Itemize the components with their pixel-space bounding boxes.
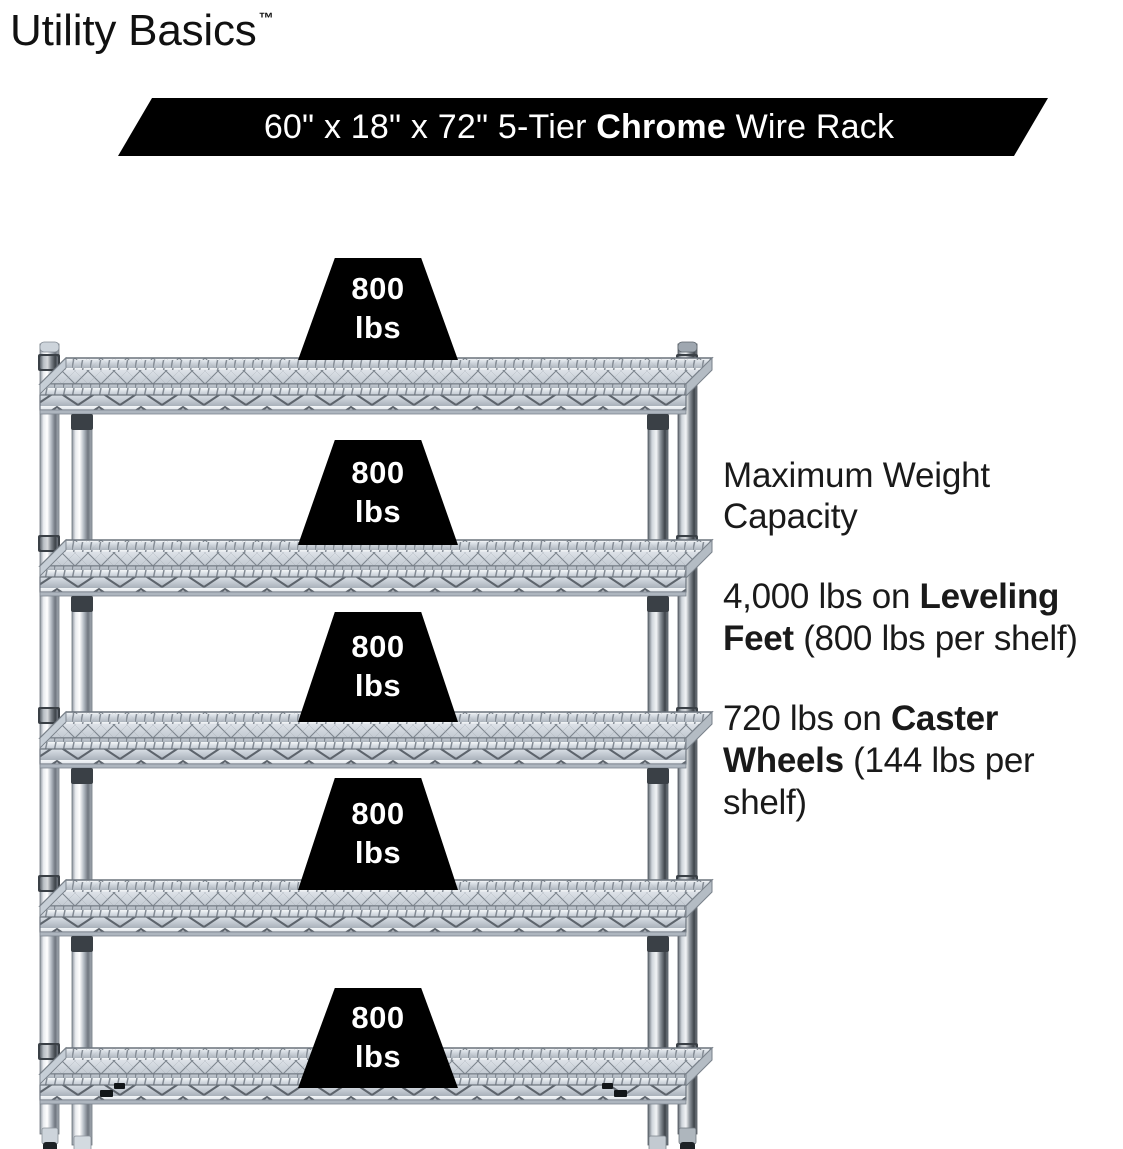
weight-badge-tier-1: 800 lbs	[298, 258, 458, 360]
leveling-tail: (800 lbs per shelf)	[793, 618, 1078, 658]
badge-unit: lbs	[354, 668, 402, 703]
badge-number: 800	[351, 1000, 405, 1036]
badge-number: 800	[351, 271, 405, 307]
leveling-lead: 4,000 lbs on	[723, 576, 920, 616]
leveling-bold: Leveling Feet	[723, 576, 1060, 658]
shelf-1-top	[39, 357, 713, 415]
product-title-text: 60" x 18" x 72" 5-Tier Chrome Wire Rack	[264, 110, 894, 144]
capacity-leveling-feet: 4,000 lbs on Leveling Feet (800 lbs per …	[723, 576, 1123, 660]
brand-logo: Utility Basics ™	[10, 6, 274, 55]
trademark-symbol: ™	[258, 10, 274, 27]
banner-prefix: 60" x 18" x 72" 5-Tier	[263, 108, 597, 146]
product-illustration	[14, 330, 714, 1149]
banner-suffix: Wire Rack	[725, 108, 895, 146]
capacity-caster-wheels: 720 lbs on Caster Wheels (144 lbs per sh…	[723, 698, 1123, 824]
badge-unit: lbs	[354, 493, 402, 529]
shelf-2	[39, 539, 713, 597]
banner-highlight: Chrome	[596, 108, 726, 146]
badge-number: 800	[351, 454, 405, 490]
badge-unit: lbs	[354, 835, 402, 870]
badge-number: 800	[351, 796, 405, 832]
badge-unit: lbs	[354, 310, 402, 345]
collars-front	[71, 414, 669, 952]
capacity-info-block: Maximum Weight Capacity 4,000 lbs on Lev…	[723, 455, 1123, 824]
leveling-feet	[41, 1127, 697, 1149]
product-title-banner: 60" x 18" x 72" 5-Tier Chrome Wire Rack	[118, 98, 1048, 156]
shelf-clips	[100, 1083, 627, 1097]
caster-lead: 720 lbs on	[723, 698, 891, 738]
caster-bold: Caster Wheels	[723, 698, 999, 780]
wire-rack-svg	[38, 341, 713, 1149]
caster-tail: (144 lbs per shelf)	[723, 740, 1035, 822]
badge-unit: lbs	[354, 1039, 402, 1074]
badge-number: 800	[351, 629, 405, 665]
brand-name: Utility Basics	[10, 6, 257, 55]
capacity-heading: Maximum Weight Capacity	[723, 456, 990, 537]
